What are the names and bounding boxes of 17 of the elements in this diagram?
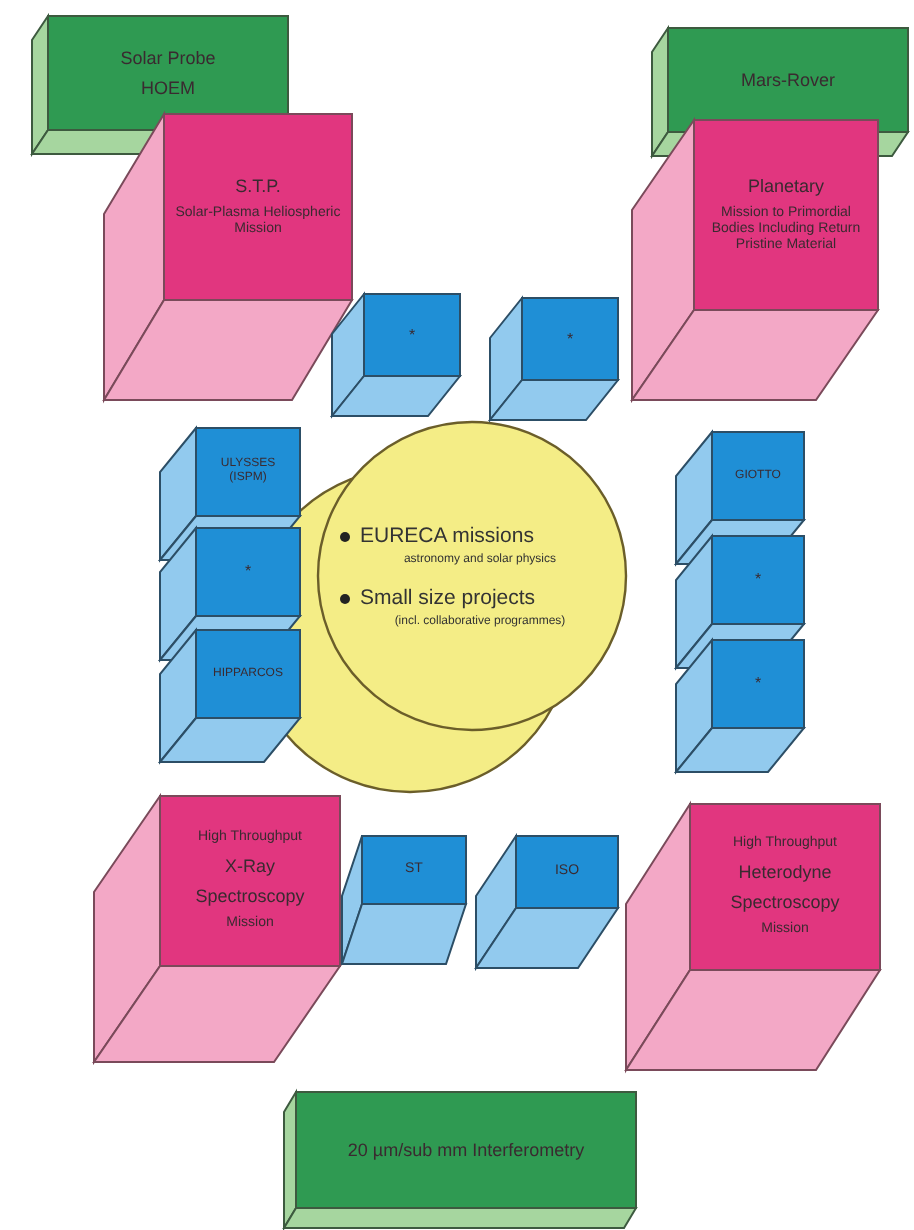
block-title: Planetary (747, 175, 825, 197)
bullet-text: EURECA missions (360, 523, 534, 548)
block-text: Spectroscopy (730, 892, 840, 913)
block-text: Heterodyne (738, 861, 832, 882)
block-text: X-Ray (224, 855, 275, 876)
block-title: * (754, 570, 762, 590)
block-title: 20 µm/sub mm Interferometry (347, 1139, 585, 1161)
block-title: * (244, 562, 252, 582)
block-title: * (408, 325, 416, 345)
block-title: * (566, 329, 574, 349)
bullet-text: Small size projects (360, 585, 536, 609)
block-title: S.T.P. (235, 175, 281, 197)
block-text: Spectroscopy (195, 886, 305, 907)
block-title: Solar Probe (120, 47, 216, 68)
block-title: Mars-Rover (740, 69, 835, 91)
block-title: * (754, 674, 762, 694)
block-text: HOEM (141, 78, 195, 99)
